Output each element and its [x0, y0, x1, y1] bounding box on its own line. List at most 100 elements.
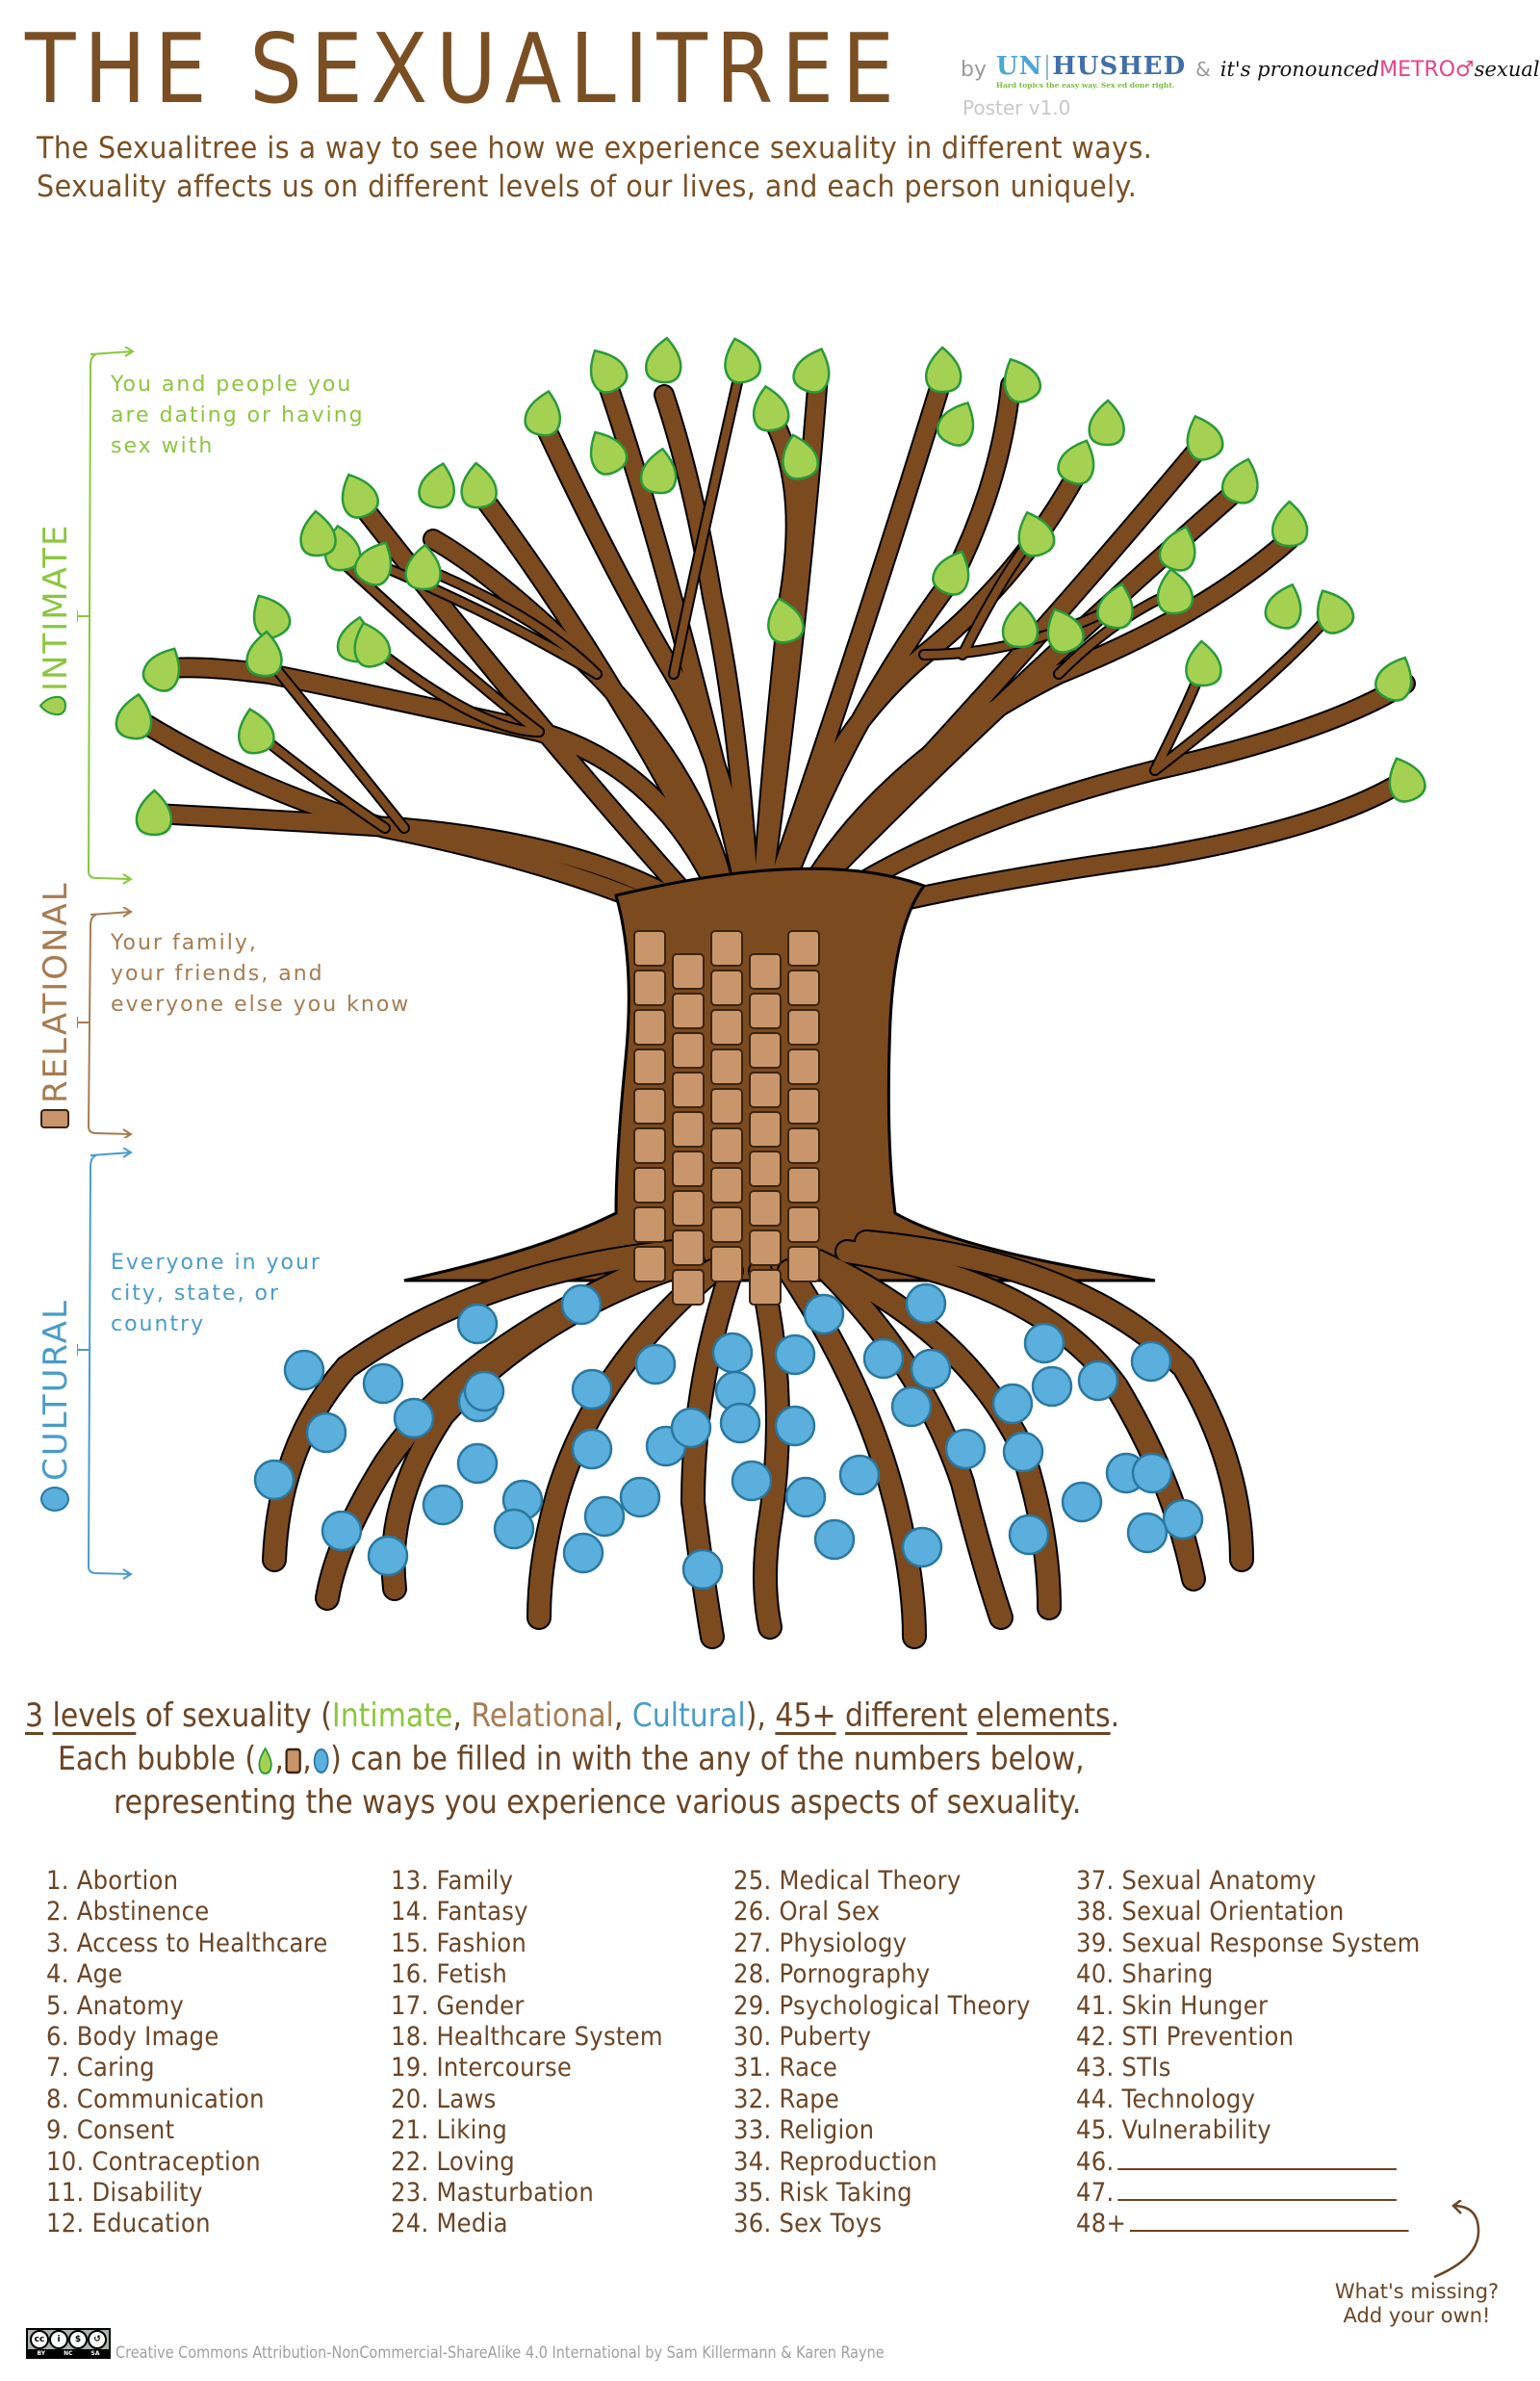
relational-bubble[interactable]	[672, 1229, 705, 1266]
intimate-leaf-bubble[interactable]	[1262, 579, 1309, 632]
relational-bubble[interactable]	[787, 1048, 820, 1085]
intimate-leaf-bubble[interactable]	[924, 346, 962, 394]
intimate-leaf-bubble[interactable]	[639, 447, 680, 496]
cultural-bubble[interactable]	[321, 1510, 363, 1552]
cultural-bubble[interactable]	[991, 1383, 1034, 1425]
cultural-bubble[interactable]	[560, 1283, 603, 1326]
cultural-bubble[interactable]	[562, 1532, 604, 1574]
blank-line[interactable]	[1117, 2199, 1397, 2202]
relational-bubble[interactable]	[749, 1229, 782, 1266]
relational-bubble[interactable]	[633, 1167, 666, 1203]
relational-bubble[interactable]	[710, 1088, 743, 1125]
relational-bubble[interactable]	[749, 993, 782, 1029]
relational-bubble[interactable]	[710, 1048, 743, 1085]
relational-bubble[interactable]	[749, 953, 782, 990]
relational-bubble[interactable]	[633, 1088, 666, 1125]
intimate-leaf-bubble[interactable]	[139, 640, 190, 696]
relational-bubble[interactable]	[787, 1167, 820, 1203]
cultural-bubble[interactable]	[362, 1362, 404, 1405]
cultural-bubble[interactable]	[571, 1368, 613, 1410]
cultural-bubble[interactable]	[731, 1460, 773, 1502]
relational-bubble[interactable]	[749, 1111, 782, 1148]
relational-bubble[interactable]	[672, 1190, 705, 1227]
relational-bubble[interactable]	[672, 1111, 705, 1148]
intimate-leaf-bubble[interactable]	[298, 509, 337, 557]
intimate-leaf-bubble[interactable]	[1380, 752, 1429, 806]
cultural-bubble[interactable]	[670, 1407, 712, 1449]
intimate-leaf-bubble[interactable]	[1054, 434, 1103, 488]
intimate-leaf-bubble[interactable]	[114, 691, 155, 741]
intimate-leaf-bubble[interactable]	[244, 587, 295, 643]
relational-bubble[interactable]	[633, 970, 666, 1006]
cultural-bubble[interactable]	[253, 1459, 295, 1501]
cultural-bubble[interactable]	[681, 1548, 724, 1591]
cultural-bubble[interactable]	[803, 1293, 845, 1335]
intimate-leaf-bubble[interactable]	[1088, 399, 1125, 447]
blank-line[interactable]	[1117, 2167, 1397, 2170]
cultural-bubble[interactable]	[719, 1402, 761, 1444]
cc-license-badge[interactable]: cc i $ ↺ BY NC SA	[26, 2328, 111, 2359]
cultural-bubble[interactable]	[910, 1348, 952, 1390]
cultural-bubble[interactable]	[1002, 1431, 1044, 1473]
intimate-leaf-bubble[interactable]	[350, 534, 401, 589]
cultural-bubble[interactable]	[1126, 1512, 1168, 1554]
intimate-leaf-bubble[interactable]	[789, 343, 837, 397]
relational-bubble[interactable]	[710, 970, 743, 1006]
cultural-bubble[interactable]	[890, 1385, 933, 1428]
intimate-leaf-bubble[interactable]	[233, 706, 276, 757]
relational-bubble[interactable]	[672, 1269, 705, 1306]
cultural-bubble[interactable]	[813, 1518, 856, 1561]
intimate-leaf-bubble[interactable]	[749, 383, 791, 433]
intimate-leaf-bubble[interactable]	[404, 543, 443, 591]
intimate-leaf-bubble[interactable]	[995, 352, 1045, 407]
cultural-bubble[interactable]	[634, 1343, 677, 1385]
cultural-bubble[interactable]	[571, 1428, 613, 1470]
relational-bubble[interactable]	[749, 1072, 782, 1108]
relational-bubble[interactable]	[749, 1190, 782, 1227]
relational-bubble[interactable]	[710, 1127, 743, 1164]
cultural-bubble[interactable]	[1162, 1498, 1204, 1540]
cultural-bubble[interactable]	[862, 1337, 905, 1380]
intimate-leaf-bubble[interactable]	[579, 342, 631, 398]
intimate-leaf-bubble[interactable]	[580, 424, 632, 479]
relational-bubble[interactable]	[633, 1048, 666, 1085]
relational-bubble[interactable]	[633, 1009, 666, 1046]
cultural-bubble[interactable]	[1008, 1514, 1050, 1556]
cultural-bubble[interactable]	[367, 1535, 409, 1577]
cultural-bubble[interactable]	[463, 1370, 505, 1412]
intimate-leaf-bubble[interactable]	[1001, 601, 1040, 649]
cultural-bubble[interactable]	[422, 1484, 464, 1526]
intimate-leaf-bubble[interactable]	[245, 630, 284, 678]
intimate-leaf-bubble[interactable]	[1094, 580, 1139, 631]
relational-bubble[interactable]	[787, 1246, 820, 1282]
cultural-bubble[interactable]	[1061, 1481, 1103, 1523]
relational-bubble[interactable]	[749, 1151, 782, 1187]
intimate-leaf-bubble[interactable]	[644, 336, 683, 384]
relational-bubble[interactable]	[633, 1127, 666, 1164]
intimate-leaf-bubble[interactable]	[1372, 651, 1422, 706]
intimate-leaf-bubble[interactable]	[417, 460, 460, 511]
intimate-leaf-bubble[interactable]	[929, 545, 978, 599]
cultural-bubble[interactable]	[456, 1442, 499, 1485]
relational-bubble[interactable]	[633, 930, 666, 967]
intimate-leaf-bubble[interactable]	[1179, 410, 1227, 464]
relational-bubble[interactable]	[710, 1246, 743, 1282]
cultural-bubble[interactable]	[711, 1332, 754, 1374]
relational-bubble[interactable]	[787, 1206, 820, 1243]
cultural-bubble[interactable]	[1077, 1359, 1119, 1402]
relational-bubble[interactable]	[710, 1009, 743, 1046]
blank-element-46[interactable]: 46.	[1076, 2147, 1421, 2178]
cultural-bubble[interactable]	[456, 1303, 499, 1345]
relational-bubble[interactable]	[672, 953, 705, 990]
intimate-leaf-bubble[interactable]	[1153, 566, 1194, 615]
intimate-leaf-bubble[interactable]	[333, 468, 383, 523]
intimate-leaf-bubble[interactable]	[1219, 454, 1265, 507]
intimate-leaf-bubble[interactable]	[459, 461, 499, 509]
relational-bubble[interactable]	[633, 1206, 666, 1243]
intimate-leaf-bubble[interactable]	[1307, 582, 1358, 637]
intimate-leaf-bubble[interactable]	[776, 430, 821, 482]
relational-bubble[interactable]	[633, 1246, 666, 1282]
relational-bubble[interactable]	[672, 993, 705, 1029]
cultural-bubble[interactable]	[393, 1397, 435, 1439]
cultural-bubble[interactable]	[774, 1333, 816, 1376]
